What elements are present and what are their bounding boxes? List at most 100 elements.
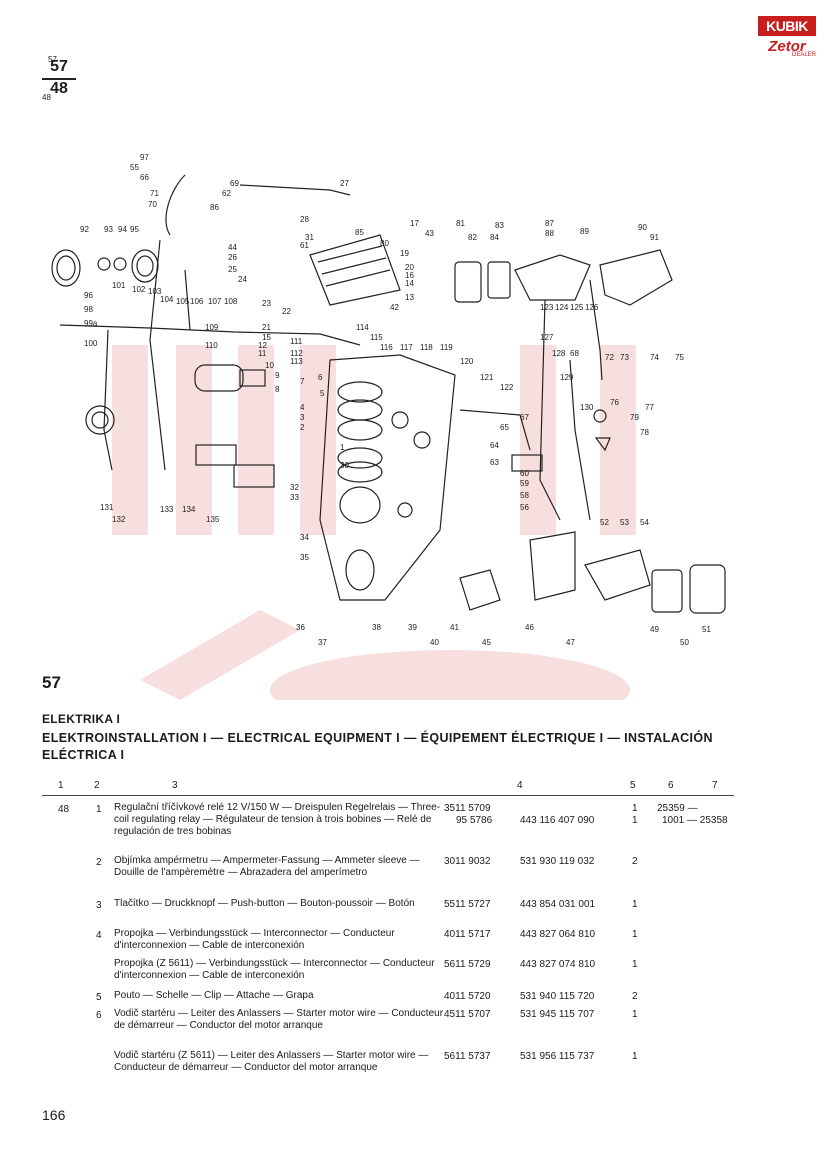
column-header-3: 3 [172,780,178,791]
row-part-number: 4011 5717 [444,929,491,940]
diagram-callout: 109 [205,323,219,332]
parts-diagram: 5748559766717069628627283161858017192016… [42,55,726,700]
header-rule [42,795,734,796]
diagram-callout: 6 [318,373,323,382]
diagram-callout: 20 [405,263,414,272]
row-position: 6 [96,1010,102,1021]
diagram-callout: 25 [228,265,237,274]
diagram-labels: 5748559766717069628627283161858017192016… [42,55,711,647]
diagram-callout: 81 [456,219,465,228]
row-reference: 531 930 119 032 [520,856,595,867]
diagram-callout: 71 [150,189,159,198]
diagram-callout: 43 [425,229,434,238]
row-position: 4 [96,930,102,941]
column-header-1: 1 [58,780,64,791]
row-reference: 443 854 031 001 [520,899,596,910]
diagram-callout: 96 [84,291,93,300]
row-description: Propojka — Verbindungsstück — Interconne… [114,928,395,951]
row-quantity: 1 [632,1051,638,1062]
row-quantity: 1 [632,1009,638,1020]
diagram-callout: 89 [580,227,589,236]
diagram-callout: 15 [262,333,271,342]
row-part-number: 5511 5727 [444,899,491,910]
row-part-number: 4511 5707 [444,1009,491,1020]
diagram-callout: 55 [130,163,139,172]
row-reference: 531 945 115 707 [520,1009,595,1020]
diagram-callout: 47 [566,638,575,647]
diagram-callout: 69 [230,179,239,188]
row-quantity: 1 [632,899,638,910]
row-quantity: 1 [632,929,638,940]
diagram-callout: 110 [205,341,218,350]
row-part-number: 5611 5729 [444,959,491,970]
diagram-callout: 122 [500,383,514,392]
diagram-callout: 118 [420,343,433,352]
diagram-callout: 59 [520,479,529,488]
diagram-callout: 62 [222,189,231,198]
diagram-callout: 9 [275,371,280,380]
diagram-callout: 83 [495,221,504,230]
diagram-callout: 7 [300,377,305,386]
diagram-callout: 60 [520,469,529,478]
diagram-callout: 67 [520,413,529,422]
row-part-number: 4011 5720 [444,991,491,1002]
row-figure: 48 [58,804,70,815]
diagram-callout: 104 [160,295,174,304]
column-header-4: 4 [517,780,523,791]
brand-logo: KUBIK Zetor DEALER [758,16,816,64]
diagram-callout: 12 [258,341,267,350]
diagram-callout: 97 [140,153,149,162]
diagram-callout: 127 [540,333,554,342]
diagram-callout: 31 [305,233,314,242]
row-description: Propojka (Z 5611) — Verbindungsstück — I… [114,958,435,981]
diagram-callout: 48 [42,93,51,102]
logo-sub: Zetor [768,38,806,55]
diagram-callout: 132 [112,515,126,524]
diagram-callout: 128 [552,349,566,358]
row-reference: 531 940 115 720 [520,991,595,1002]
row-description: Objímka ampérmetru — Ampermeter-Fassung … [114,855,420,878]
diagram-callout: 30 [340,461,349,470]
diagram-callout: 91 [650,233,659,242]
diagram-callout: 82 [468,233,477,242]
row-reference: 443 827 064 810 [520,929,596,940]
diagram-callout: 87 [545,219,554,228]
diagram-callout: 105 [176,297,190,306]
diagram-callout: 72 [605,353,614,362]
diagram-callout: 101 [112,281,126,290]
diagram-callout: 111 [290,337,303,346]
diagram-callout: 50 [680,638,689,647]
diagram-callout: 33 [290,493,299,502]
diagram-callout: 93 [104,225,113,234]
row-description: Pouto — Schelle — Clip — Attache — Grapa [114,990,314,1001]
watermark [112,345,636,700]
diagram-callout: 107 [208,297,222,306]
diagram-callout: 131 [100,503,114,512]
figure-number-bottom: 48 [50,80,68,97]
page-number: 166 [42,1107,66,1123]
row-description: Vodič startéru — Leiter des Anlassers — … [114,1008,444,1031]
diagram-callout: 98 [84,305,93,314]
diagram-callout: 73 [620,353,629,362]
row-quantity: 2 [632,856,638,867]
row-reference: 443 827 074 810 [520,959,596,970]
diagram-callout: 130 [580,403,594,412]
diagram-callout: 126 [585,303,599,312]
diagram-callout: 27 [340,179,349,188]
diagram-callout: 106 [190,297,204,306]
diagram-callout: 121 [480,373,494,382]
diagram-callout: 21 [262,323,271,332]
diagram-callout: 66 [140,173,149,182]
diagram-callout: 17 [410,219,419,228]
diagram-callout: 75 [675,353,684,362]
diagram-callout: 80 [380,239,389,248]
figure-number-top: 57 [42,58,76,80]
diagram-callout: 26 [228,253,237,262]
diagram-callout: 1 [340,443,345,452]
diagram-callout: 125 [570,303,584,312]
diagram-callout: 35 [300,553,309,562]
row-position: 3 [96,900,102,911]
diagram-callout: 38 [372,623,381,632]
diagram-callout: 124 [555,303,569,312]
row-part-number-2: 95 5786 [456,815,493,826]
